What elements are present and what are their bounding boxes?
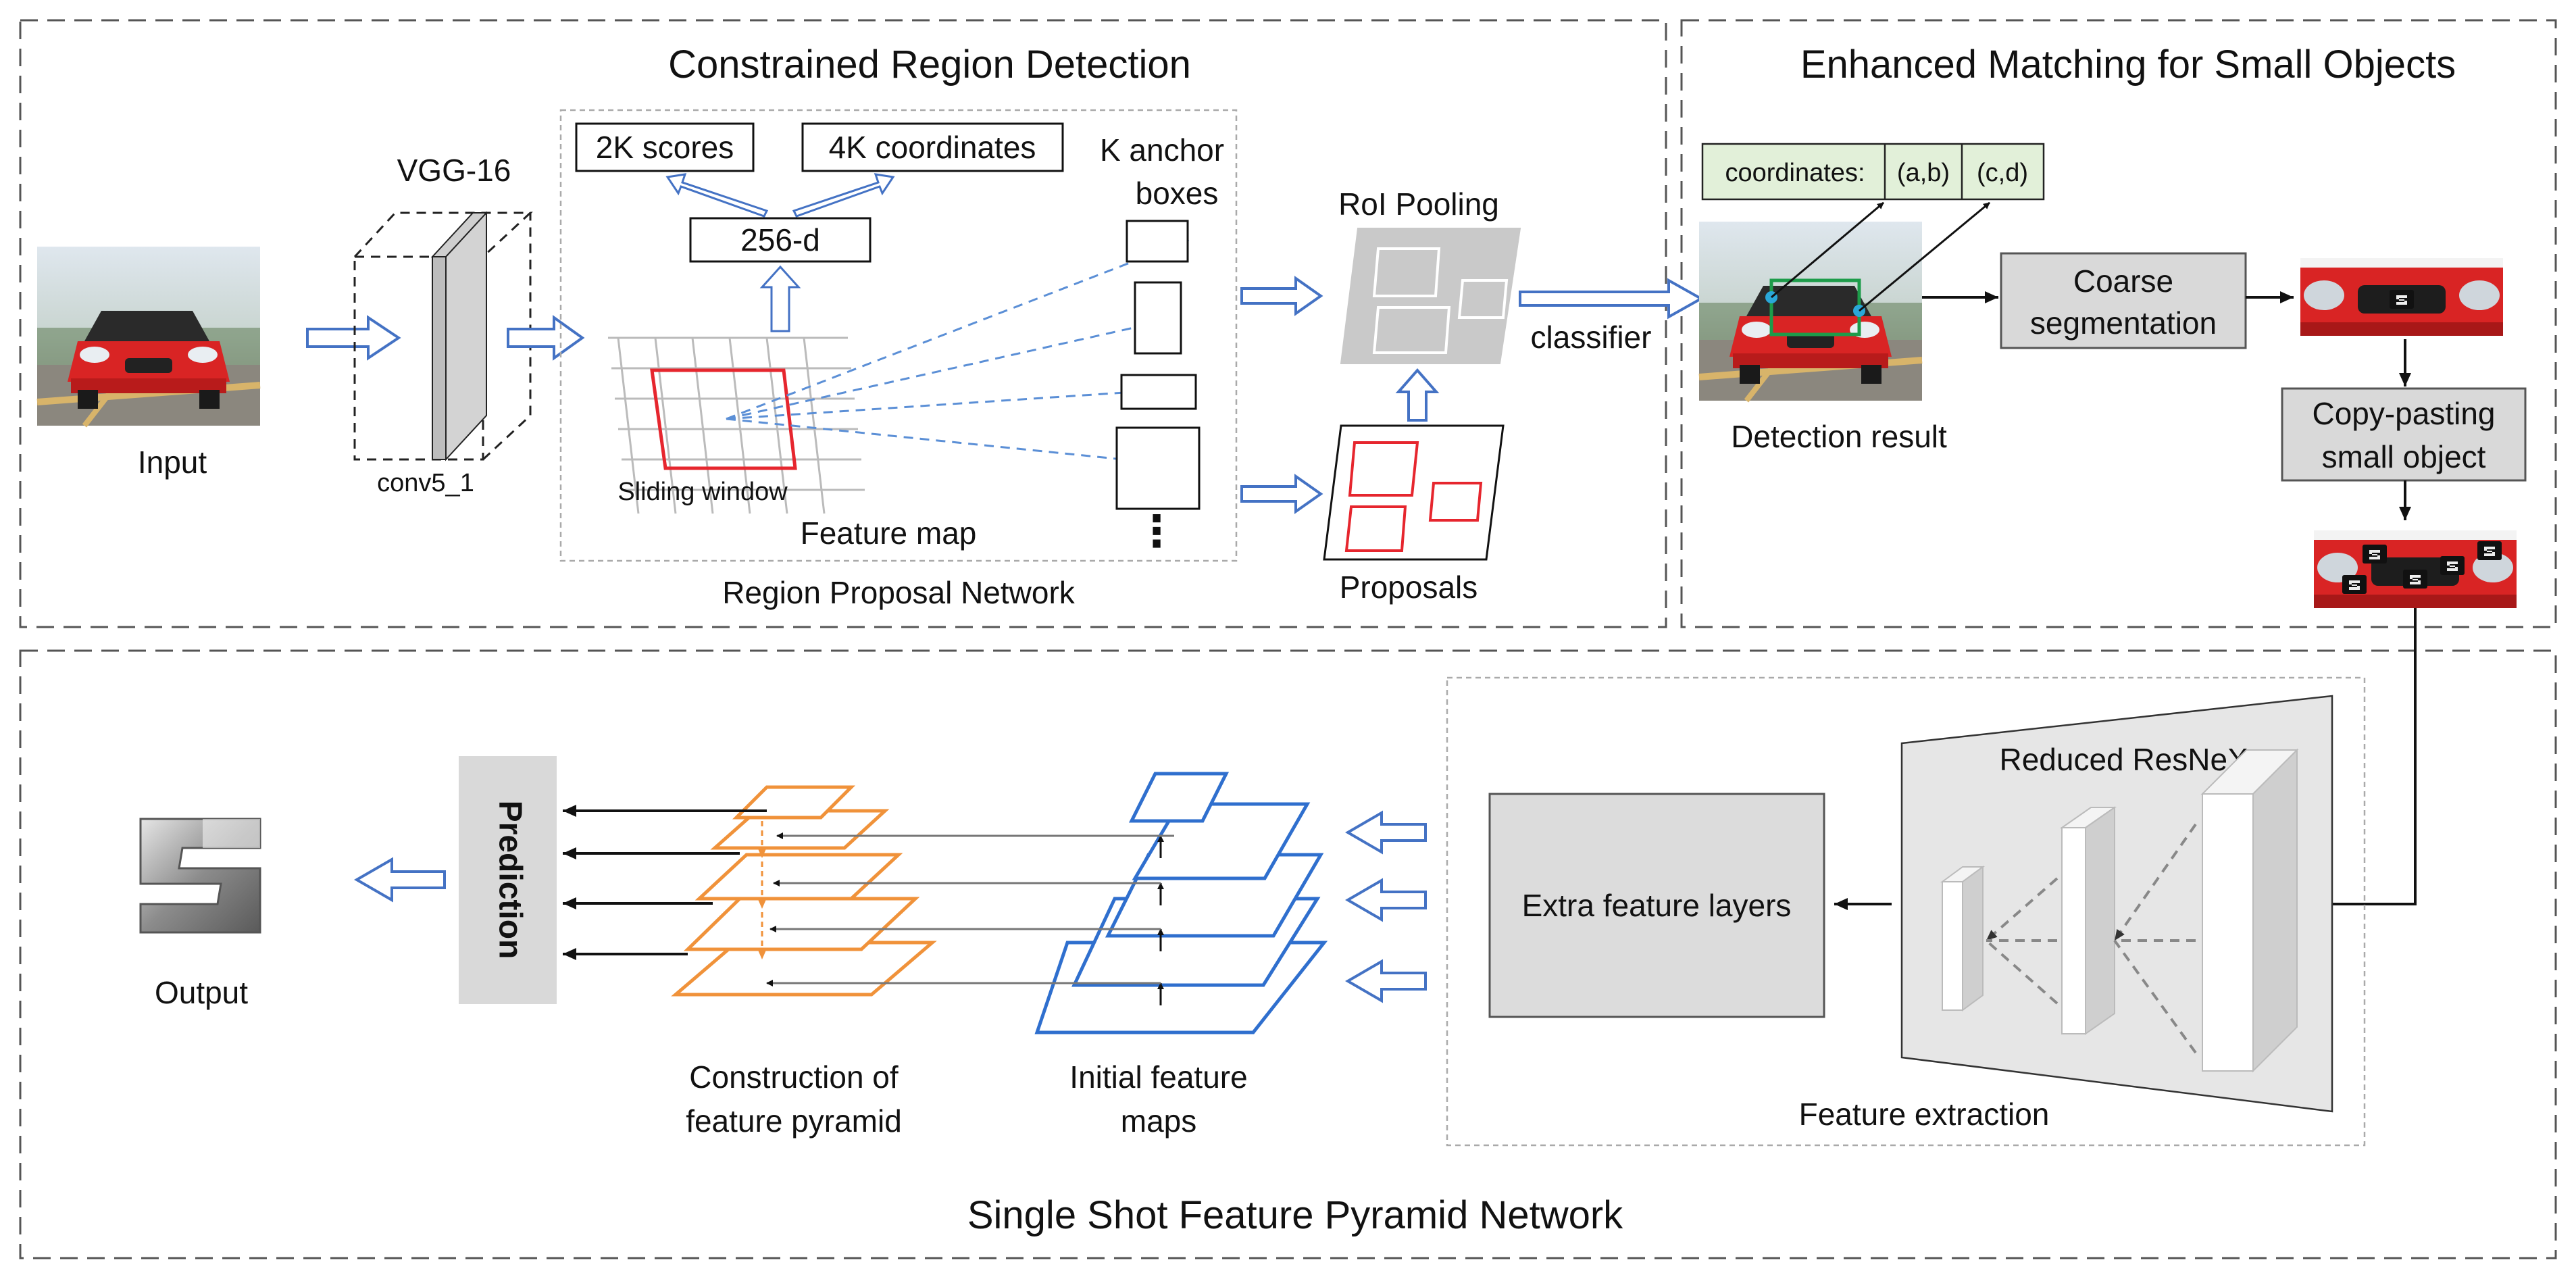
anchor-more-dots: ⋮: [1135, 507, 1178, 555]
coordinates-label: coordinates:: [1725, 159, 1865, 187]
arrow-anchors-to-proposals: [1240, 474, 1323, 514]
classifier-label: classifier: [1531, 320, 1652, 355]
copy-paste-label-1: Copy-pasting: [2312, 396, 2495, 431]
crd-title: Constrained Region Detection: [668, 43, 1191, 86]
proposals-label: Proposals: [1340, 570, 1478, 605]
arrow-dim-to-scores: [665, 173, 769, 218]
output-label: Output: [155, 975, 248, 1010]
coord-ab: (a,b): [1897, 159, 1950, 187]
arrow-extra-to-map-3: [1345, 959, 1427, 1003]
coarse-segmentation-box: [2000, 252, 2247, 349]
detection-result-image: [1699, 222, 1922, 401]
resnext-label: Reduced ResNeXt: [2000, 742, 2257, 777]
initial-label-2: maps: [1121, 1103, 1196, 1139]
dim-label: 256-d: [740, 222, 820, 257]
prediction-box: [459, 756, 557, 1004]
feature-extraction-frame: [1446, 676, 2366, 1147]
coord-cd: (c,d): [1977, 159, 2028, 187]
pyramid-label-2: feature pyramid: [686, 1103, 902, 1139]
arrow-prediction-to-output: [353, 857, 446, 903]
feature-map-label: Feature map: [801, 516, 977, 551]
detection-result-label: Detection result: [1731, 419, 1947, 454]
feature-extraction-label: Feature extraction: [1799, 1097, 2050, 1132]
coarse-label-2: segmentation: [2030, 305, 2217, 341]
segmented-grille-image: [2300, 258, 2503, 336]
rpn-frame: [559, 109, 1238, 562]
initial-label-1: Initial feature: [1069, 1059, 1247, 1095]
augmented-grille-image: [2314, 530, 2517, 608]
copy-paste-label-2: small object: [2322, 439, 2486, 474]
input-label: Input: [138, 445, 207, 480]
arrow-extra-to-map-1: [1345, 810, 1427, 855]
feature-pyramid-maps: [671, 785, 937, 997]
arrow-vgg-to-rpn: [507, 315, 585, 361]
prediction-label: Prediction: [492, 801, 528, 959]
sliding-window: [650, 368, 797, 470]
vgg16-block: [353, 211, 533, 461]
arrow-point-cd: [1859, 201, 1990, 312]
scores-box: [575, 122, 755, 172]
roi-pooling-label: RoI Pooling: [1338, 186, 1499, 222]
arrow-extra-to-map-2: [1345, 878, 1427, 922]
sliding-window-label: Sliding window: [617, 478, 788, 506]
ems-section-frame: [1680, 19, 2557, 628]
vgg16-label: VGG-16: [397, 153, 511, 188]
resnext-layers: [1940, 748, 2299, 1073]
resnext-dashed-links: [1985, 823, 2197, 1054]
arrow-dim-to-coords: [792, 173, 895, 218]
arrow-classifier: [1519, 278, 1704, 320]
proposals-map: [1323, 424, 1505, 561]
initial-feature-maps: [1034, 772, 1328, 1034]
feature-map-grid: [608, 336, 865, 514]
arrow-input-to-vgg: [306, 315, 401, 361]
arrow-map-to-dim: [759, 265, 801, 332]
extra-feature-layers-box: [1488, 793, 1825, 1018]
anchor-box-1: [1126, 220, 1189, 263]
scores-label: 2K scores: [596, 130, 734, 165]
anchor-label-2: boxes: [1136, 176, 1219, 211]
arrow-anchors-to-roi: [1240, 276, 1323, 316]
coords-label: 4K coordinates: [829, 130, 1036, 165]
anchor-box-2: [1134, 281, 1182, 355]
crd-section-frame: [19, 19, 1667, 628]
input-car-image: [37, 247, 260, 426]
seat-logo-icon: [139, 818, 261, 934]
pyramid-label-1: Construction of: [689, 1059, 899, 1095]
ssfpn-title: Single Shot Feature Pyramid Network: [967, 1193, 1623, 1237]
coords-box: [801, 122, 1064, 172]
anchor-label-1: K anchor: [1100, 132, 1224, 168]
arrow-point-ab: [1771, 201, 1884, 299]
arrow-proposals-to-roi: [1395, 368, 1440, 422]
dim-box: [689, 217, 872, 263]
coordinates-box: [1701, 143, 2045, 201]
ssfpn-section-frame: [19, 649, 2557, 1259]
ems-title: Enhanced Matching for Small Objects: [1800, 43, 2456, 86]
rpn-label: Region Proposal Network: [722, 575, 1076, 610]
anchor-box-4: [1115, 426, 1201, 510]
conv5-label: conv5_1: [377, 469, 474, 497]
extra-feature-label: Extra feature layers: [1522, 888, 1792, 923]
anchor-box-3: [1120, 374, 1197, 410]
coarse-label-1: Coarse: [2073, 264, 2173, 299]
anchor-lines: [726, 239, 1190, 468]
